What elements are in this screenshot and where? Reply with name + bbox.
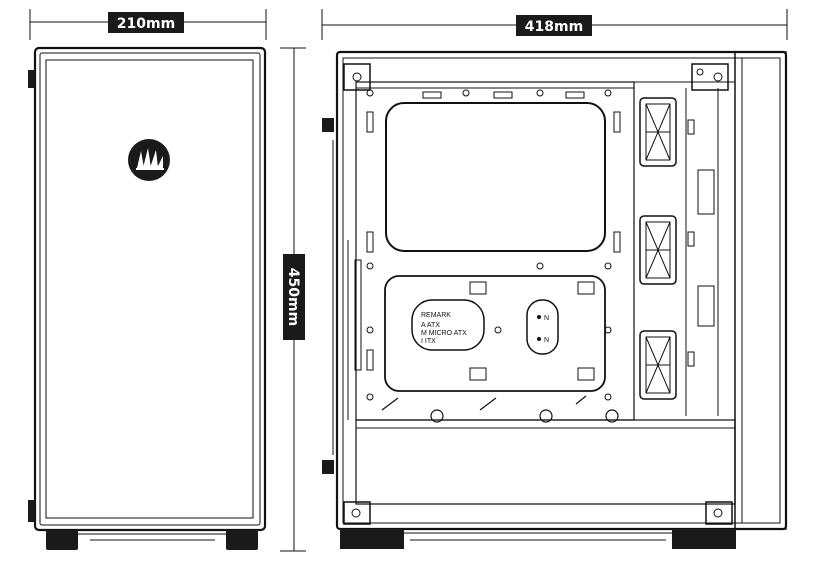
length-dimension: 418mm (321, 9, 788, 40)
fan-mount-bottom (639, 330, 677, 400)
standoff-holes (366, 89, 612, 401)
side-panel-outer (335, 50, 788, 531)
grommet-mark-bottom: N (544, 337, 549, 344)
length-label: 418mm (525, 19, 583, 35)
front-foot-right (226, 530, 258, 550)
length-label-box (516, 15, 592, 36)
width-label: 210mm (117, 16, 175, 32)
front-bezel-side (734, 51, 787, 530)
cable-grommet: N N (526, 299, 559, 355)
fan-mount-top (639, 97, 677, 167)
height-label: 450mm (285, 268, 301, 326)
remark-line-atx: A ATX (421, 322, 440, 329)
tray-screws (381, 281, 619, 423)
fan-mount-middle (639, 215, 677, 285)
psu-shroud (355, 419, 736, 505)
remark-line-matx: M MICRO ATX (421, 330, 467, 337)
corner-brackets (343, 63, 733, 525)
width-dimension: 210mm (29, 9, 267, 40)
remark-plate: REMARK A ATX M MICRO ATX I ITX (411, 299, 485, 351)
height-dimension: 450mm (280, 47, 306, 552)
side-view: REMARK A ATX M MICRO ATX I ITX N N (322, 50, 788, 549)
grommet-mark-top: N (544, 315, 549, 322)
tie-down-slots (354, 91, 621, 371)
lower-cable-cutout (384, 275, 606, 392)
width-label-box (108, 12, 184, 33)
side-foot-front (672, 529, 736, 549)
height-label-box (283, 254, 305, 340)
remark-title: REMARK (421, 312, 451, 319)
remark-line-itx: I ITX (421, 338, 436, 345)
front-io-button (28, 70, 35, 88)
front-glass-panel (45, 59, 254, 519)
sail-logo-icon (128, 139, 170, 181)
front-view (28, 46, 267, 550)
front-foot-left (46, 530, 78, 550)
front-panel-outer (33, 46, 267, 532)
cpu-cutout (385, 102, 606, 252)
side-foot-rear (340, 529, 404, 549)
